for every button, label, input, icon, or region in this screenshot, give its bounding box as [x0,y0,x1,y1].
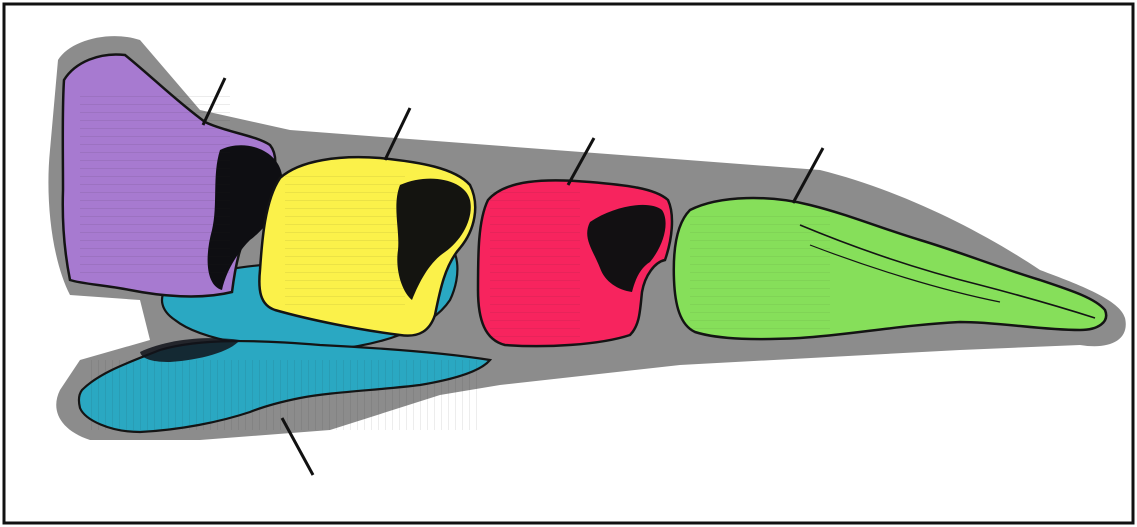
blue-segment-hatching [90,360,480,430]
red-segment-hatching [490,190,580,340]
yellow-segment-hatching [285,170,405,310]
green-segment-hatching [690,210,830,335]
